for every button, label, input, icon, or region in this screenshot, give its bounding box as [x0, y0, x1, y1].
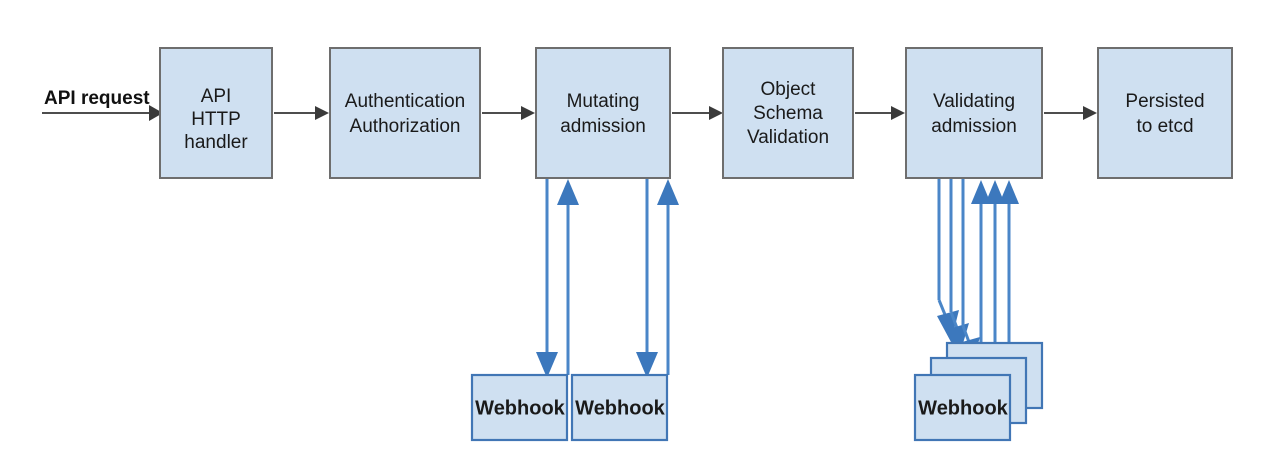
connector-arrow-head — [521, 106, 535, 120]
webhook-response-arrow-head-3 — [999, 180, 1019, 204]
webhook-box — [570, 373, 669, 442]
webhook-response-arrow-head — [657, 179, 679, 205]
stage-box — [905, 47, 1043, 179]
stage-label-line-2: Schema — [753, 103, 823, 124]
stage-label-line-1: API — [201, 86, 232, 107]
webhook-call-arrow-head — [636, 352, 658, 378]
stage-box — [329, 47, 481, 179]
stage-label-line-1: Persisted — [1125, 91, 1204, 112]
stage-api-http-handler: API HTTP handler — [159, 47, 273, 179]
stage-label-line-3: handler — [184, 132, 248, 153]
stage-label-line-1: Authentication — [345, 91, 465, 112]
mutating-webhook-1-connectors — [536, 179, 579, 378]
webhook-label: Webhook — [575, 397, 666, 419]
connector-handler-to-auth — [274, 106, 329, 120]
stage-mutating-admission: Mutating admission — [535, 47, 671, 179]
stage-persisted-to-etcd: Persisted to etcd — [1097, 47, 1233, 179]
webhook-response-arrow-head-2 — [985, 180, 1005, 204]
webhook-call-arrow-head-2 — [945, 323, 969, 357]
stage-box — [1097, 47, 1233, 179]
mutating-webhook-1: Webhook — [470, 373, 569, 442]
stage-authentication-authorization: Authentication Authorization — [329, 47, 481, 179]
webhook-box-front — [913, 373, 1012, 442]
connector-mutating-to-schema — [672, 106, 723, 120]
connector-auth-to-mutating — [482, 106, 535, 120]
stage-label-line-1: Object — [761, 79, 817, 100]
stage-label-line-2: admission — [560, 116, 646, 137]
stage-object-schema-validation: Object Schema Validation — [722, 47, 854, 179]
connector-arrow-head — [891, 106, 905, 120]
mutating-webhook-2: Webhook — [570, 373, 669, 442]
connector-arrow-head — [1083, 106, 1097, 120]
webhook-response-arrow-head-1 — [971, 180, 991, 204]
stage-validating-admission: Validating admission — [905, 47, 1043, 179]
stage-label-line-1: Mutating — [567, 91, 640, 112]
connector-arrow-head — [315, 106, 329, 120]
webhook-box — [470, 373, 569, 442]
stage-box — [159, 47, 273, 179]
stage-label-line-2: HTTP — [191, 109, 241, 130]
entry-api-request: API request — [42, 88, 163, 121]
stage-label-line-1: Validating — [933, 91, 1015, 112]
stage-box — [535, 47, 671, 179]
entry-arrow-head — [149, 105, 163, 121]
webhook-label: Webhook — [475, 397, 566, 419]
connector-arrow-head — [709, 106, 723, 120]
validating-webhook-stack: Webhook — [913, 341, 1044, 442]
connector-validating-to-etcd — [1044, 106, 1097, 120]
stage-label-line-2: admission — [931, 116, 1017, 137]
connector-schema-to-validating — [855, 106, 905, 120]
entry-label: API request — [44, 88, 150, 109]
mutating-webhook-2-connectors — [636, 179, 679, 378]
stage-label-line-2: Authorization — [350, 116, 461, 137]
stage-label-line-3: Validation — [747, 127, 829, 148]
stage-box — [722, 47, 854, 179]
webhook-label: Webhook — [918, 397, 1009, 419]
stage-label-line-2: to etcd — [1136, 116, 1193, 137]
webhook-call-arrow-head — [536, 352, 558, 378]
webhook-response-arrow-head — [557, 179, 579, 205]
